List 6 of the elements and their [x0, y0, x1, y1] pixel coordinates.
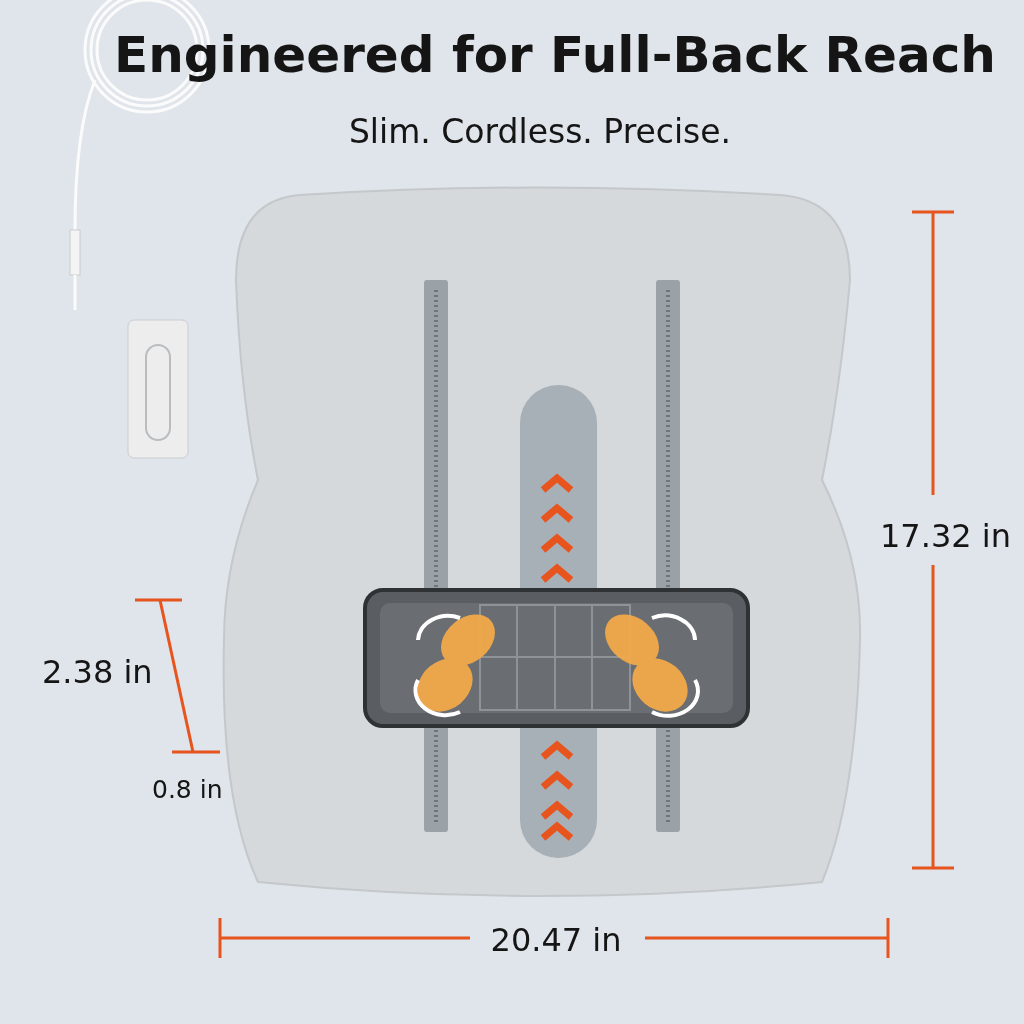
dimension-label: 2.38 in: [42, 656, 153, 688]
subtitle: Slim. Cordless. Precise.: [348, 115, 732, 148]
dimension-label: 0.8 in: [152, 777, 223, 802]
dimension-label: 20.47 in: [490, 924, 622, 956]
dimension-label: 17.32 in: [880, 520, 1011, 552]
title: Engineered for Full-Back Reach: [114, 30, 996, 80]
